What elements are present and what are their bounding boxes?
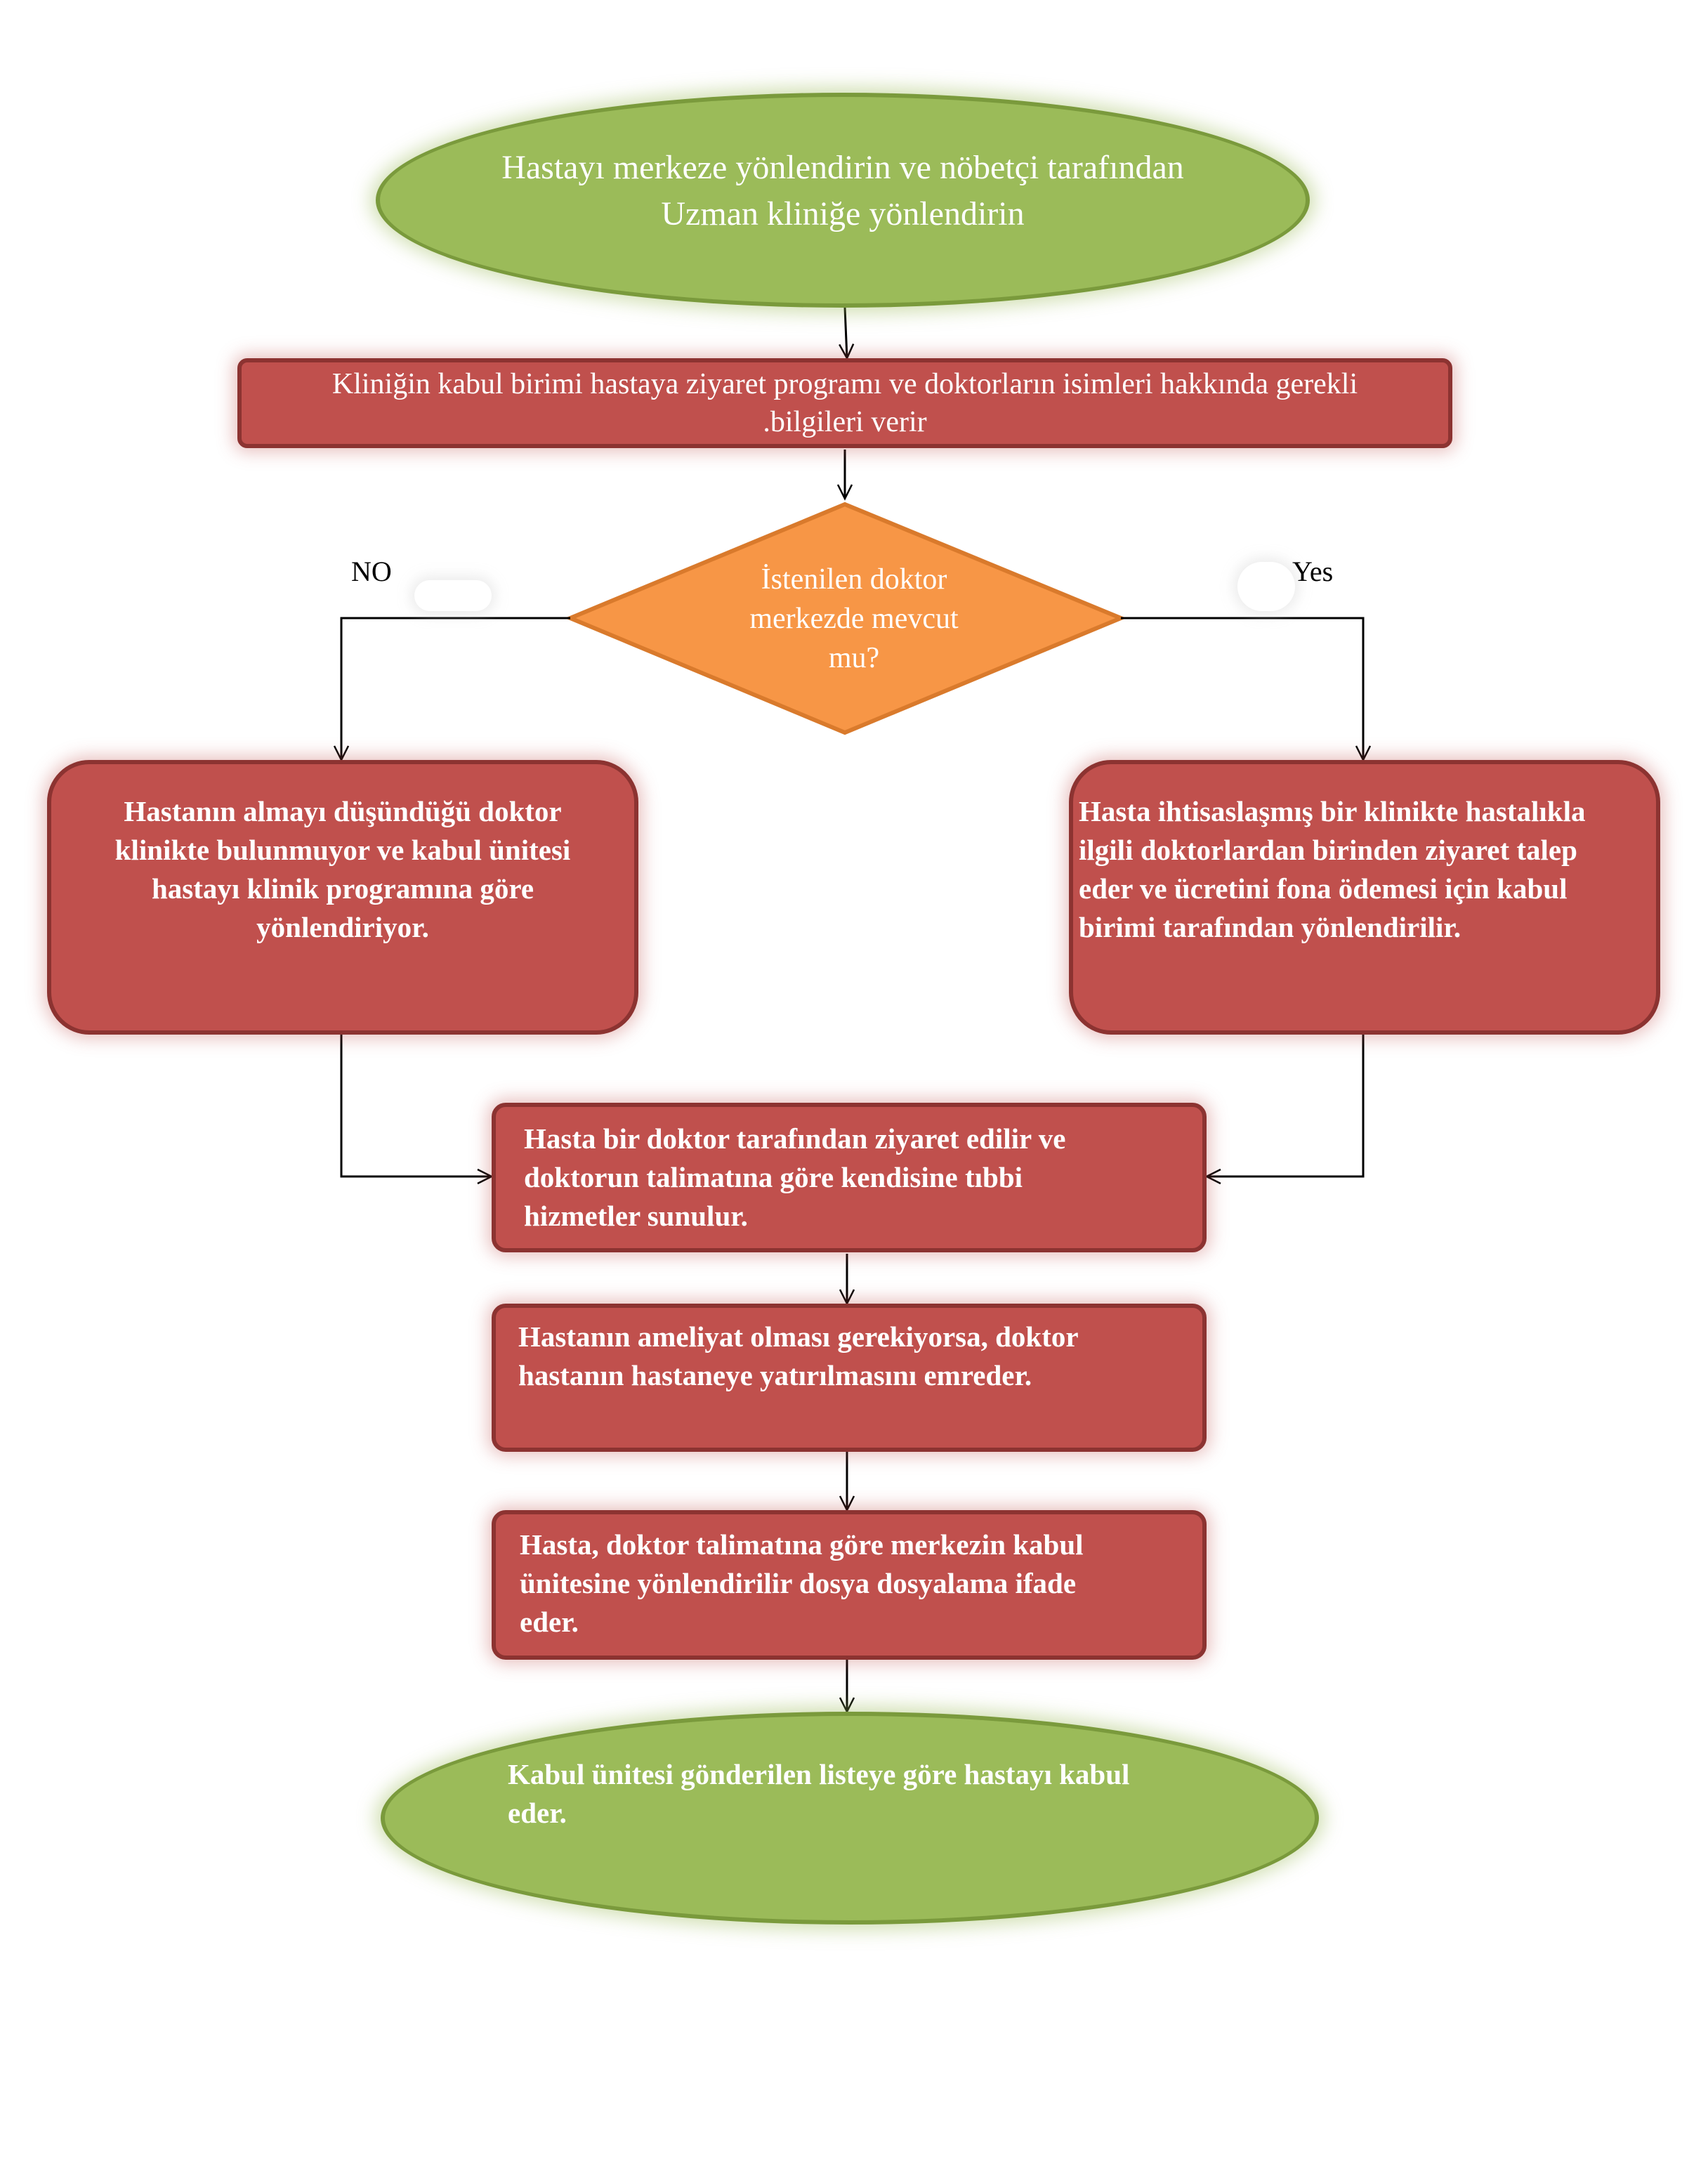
no-branch-label: NO <box>351 556 392 587</box>
no-branch-line-2: klinikte bulunmuyor ve kabul ünitesi <box>114 834 571 866</box>
reception-info-box: Kliniğin kabul birimi hastaya ziyaret pr… <box>237 358 1452 448</box>
yes-branch-label: Yes <box>1292 556 1334 587</box>
arrow-start-to-reception <box>839 307 855 360</box>
decision-text: İstenilen doktor merkezde mevcut mu? <box>0 560 1708 678</box>
no-branch-line-3: hastayı klinik programına göre <box>151 872 534 905</box>
yes-branch-box: Hasta ihtisaslaşmış bir klinikte hastalı… <box>1069 760 1660 1035</box>
no-branch-box: Hastanın almayı düşündüğü doktor klinikt… <box>47 760 638 1035</box>
yes-branch-line-3: eder ve ücretini fona ödemesi için kabul <box>1079 872 1568 905</box>
reception-line-1: Kliniğin kabul birimi hastaya ziyaret pr… <box>331 368 1358 400</box>
decision-diamond <box>565 501 1126 735</box>
reception-line-2: .bilgileri verir <box>763 406 927 438</box>
surgery-line-2: hastanın hastaneye yatırılmasını emreder… <box>518 1359 1032 1391</box>
no-branch-line-4: yönlendiriyor. <box>256 911 429 943</box>
no-branch-line-1: Hastanın almayı düşündüğü doktor <box>124 795 562 827</box>
referral-line-1: Hasta, doktor talimatına göre merkezin k… <box>520 1528 1084 1561</box>
admission-referral-box: Hasta, doktor talimatına göre merkezin k… <box>492 1510 1207 1660</box>
yes-branch-line-1: Hasta ihtisaslaşmış bir klinikte hastalı… <box>1079 795 1586 827</box>
start-line-1: Hastayı merkeze yönlendirin ve nöbetçi t… <box>501 149 1184 186</box>
arrow-yes-branch-to-visit <box>1204 1035 1365 1185</box>
visit-line-1: Hasta bir doktor tarafından ziyaret edil… <box>524 1122 1066 1155</box>
decision-line-2: merkezde mevcut <box>749 603 959 635</box>
decision-line-1: İstenilen doktor <box>761 563 947 596</box>
arrow-no-branch-to-visit <box>340 1035 494 1185</box>
decision-line-3: mu? <box>828 642 880 674</box>
decoration-blob-left <box>414 580 492 611</box>
end-terminal: Kabul ünitesi gönderilen listeye göre ha… <box>381 1712 1319 1925</box>
visit-line-3: hizmetler sunulur. <box>524 1200 748 1232</box>
decoration-blob-right <box>1237 562 1295 611</box>
end-line-2: eder. <box>508 1797 567 1829</box>
arrow-decision-to-yes-branch <box>1121 617 1372 762</box>
end-line-1: Kabul ünitesi gönderilen listeye göre ha… <box>508 1758 1130 1790</box>
surgery-line-1: Hastanın ameliyat olması gerekiyorsa, do… <box>518 1320 1079 1353</box>
yes-branch-line-2: ilgili doktorlardan birinden ziyaret tal… <box>1079 834 1577 866</box>
start-line-2: Uzman kliniğe yönlendirin <box>661 195 1025 232</box>
referral-line-3: eder. <box>520 1606 579 1638</box>
start-terminal: Hastayı merkeze yönlendirin ve nöbetçi t… <box>376 93 1310 308</box>
surgery-order-box: Hastanın ameliyat olması gerekiyorsa, do… <box>492 1304 1207 1452</box>
yes-branch-line-4: birimi tarafından yönlendirilir. <box>1079 911 1461 943</box>
referral-line-2: ünitesine yönlendirilir dosya dosyalama … <box>520 1567 1077 1599</box>
doctor-visit-box: Hasta bir doktor tarafından ziyaret edil… <box>492 1103 1207 1252</box>
visit-line-2: doktorun talimatına göre kendisine tıbbi <box>524 1161 1023 1193</box>
arrow-decision-to-no-branch <box>333 617 570 762</box>
